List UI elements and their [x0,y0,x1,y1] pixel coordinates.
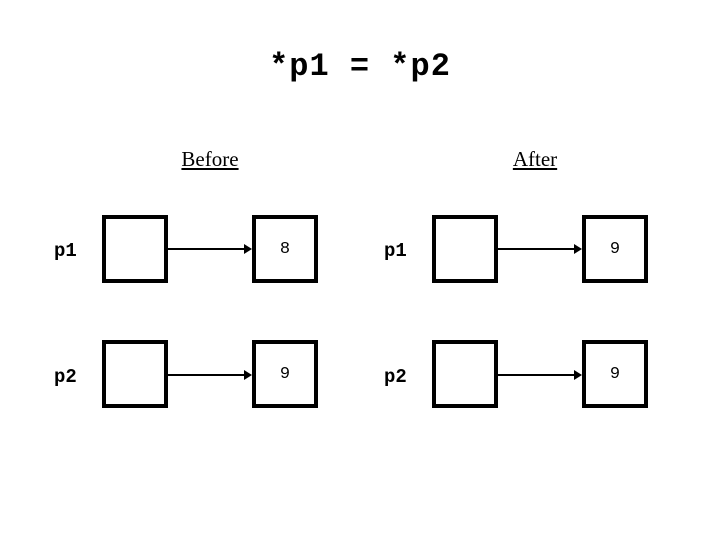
pointee-value: 9 [609,364,621,384]
pointer-arrow-before-p2 [168,370,252,380]
pointee-value-box-before-p1: 8 [252,215,318,283]
pointee-value-box-after-p2: 9 [582,340,648,408]
pointer-label-before-p2: p2 [54,366,77,388]
pointer-arrow-after-p2 [498,370,582,380]
before-heading: Before [181,147,239,171]
after-heading: After [512,147,558,171]
pointer-variable-box-before-p1 [102,215,168,283]
pointer-variable-box-after-p1 [432,215,498,283]
pointee-value: 9 [609,239,621,259]
pointee-value-box-after-p1: 9 [582,215,648,283]
slide-title: *p1 = *p2 [269,48,451,85]
pointee-value: 9 [279,364,291,384]
pointee-value-box-before-p2: 9 [252,340,318,408]
pointer-arrow-before-p1 [168,244,252,254]
pointer-variable-box-before-p2 [102,340,168,408]
pointee-value: 8 [279,239,291,259]
pointer-variable-box-after-p2 [432,340,498,408]
pointer-label-after-p2: p2 [384,366,407,388]
pointer-label-after-p1: p1 [384,240,407,262]
pointer-arrow-after-p1 [498,244,582,254]
pointer-label-before-p1: p1 [54,240,77,262]
